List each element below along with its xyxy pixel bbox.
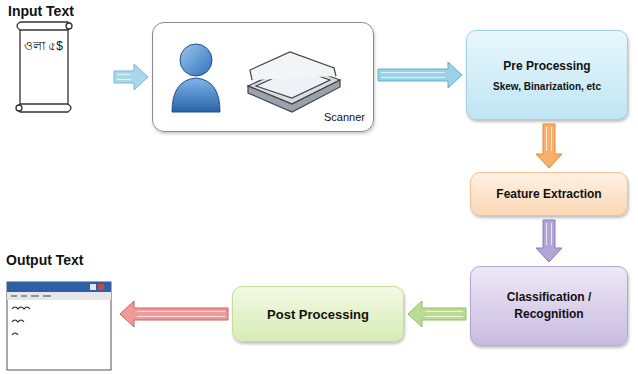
process-box: Pre ProcessingSkew, Binarization, etc — [466, 30, 628, 120]
scanner-icon — [248, 52, 340, 112]
process-box: Post Processing — [232, 286, 404, 342]
flow-arrow — [378, 62, 462, 88]
output-heading: Output Text — [6, 252, 84, 268]
process-box: Classification / Recognition — [470, 266, 628, 346]
person-icon — [172, 44, 220, 112]
flow-arrow — [114, 64, 148, 90]
input-heading: Input Text — [8, 3, 74, 19]
process-box: Feature Extraction — [470, 172, 628, 216]
scanner-label: Scanner — [324, 111, 365, 123]
notepad-window — [7, 282, 111, 370]
document-scroll — [16, 22, 72, 112]
flow-arrow — [536, 220, 562, 262]
input-script: ওলা ৫$ — [24, 37, 70, 55]
process-title: Pre Processing — [503, 59, 590, 73]
process-title: Feature Extraction — [496, 187, 601, 201]
process-title: Post Processing — [267, 307, 369, 322]
output-window: Output Text — [4, 252, 116, 372]
input-document: Input Text ওলা ৫$ — [6, 3, 110, 115]
flow-arrow — [536, 124, 562, 168]
process-title: Classification / Recognition — [479, 289, 619, 323]
flow-arrow — [408, 301, 466, 327]
scanning-box: Scanner — [152, 22, 374, 132]
process-detail: Skew, Binarization, etc — [493, 81, 601, 92]
flow-arrow — [120, 301, 228, 327]
